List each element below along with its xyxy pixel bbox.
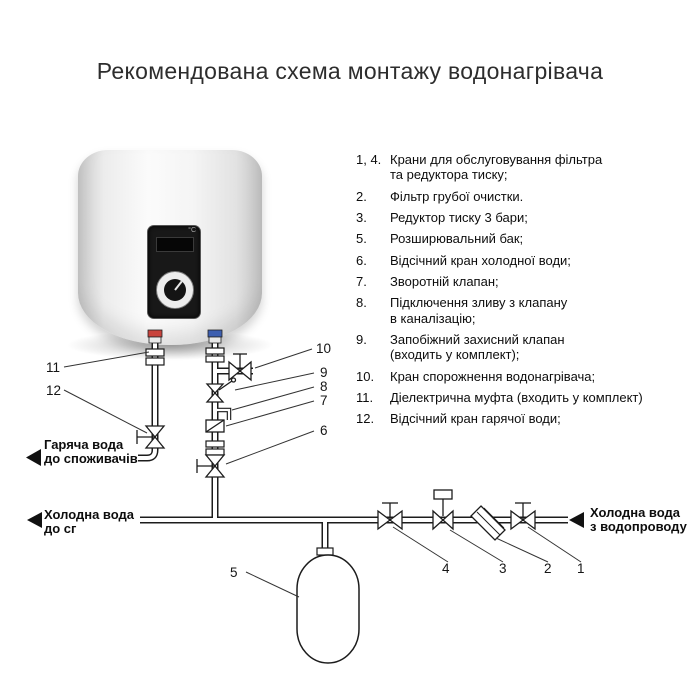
callout-5: 5 xyxy=(230,565,238,580)
legend-item: 6. Відсічний кран холодної води; xyxy=(356,253,690,268)
legend-item-text: Редуктор тиску 3 бари; xyxy=(390,209,528,225)
legend-item-number: 12. xyxy=(356,411,375,427)
callout-1: 1 xyxy=(577,561,585,576)
heater-control-panel: °C xyxy=(148,226,200,318)
page-title: Рекомендована схема монтажу водонагрівач… xyxy=(96,58,604,84)
legend-item-number: 7. xyxy=(356,273,367,289)
legend-item-number: 10. xyxy=(356,368,375,384)
legend-item: 1, 4. Крани для обслуговування фільтра та… xyxy=(356,152,690,183)
legend-item-text: Кран спорожнення водонагрівача; xyxy=(390,368,596,384)
legend-item: 11. Діелектрична муфта (входить у комплек… xyxy=(356,390,690,405)
legend-item-number: 11. xyxy=(356,389,374,405)
legend-item: 3. Редуктор тиску 3 бари; xyxy=(356,210,690,225)
cold-water-out-label-line1: Холодна вода xyxy=(44,507,134,522)
legend-item-text: Діелектрична муфта (входить у комплект) xyxy=(390,389,643,405)
callout-9: 9 xyxy=(320,365,328,380)
legend-item: 5. Розширювальний бак; xyxy=(356,231,690,246)
dial-knob xyxy=(164,279,186,301)
legend-item-text: Відсічний кран холодної води; xyxy=(390,252,571,268)
dial-needle-icon xyxy=(174,280,183,291)
degree-label: °C xyxy=(188,227,196,234)
callout-11: 11 xyxy=(46,360,60,375)
legend-item: 8. Підключення зливу з клапану в каналіза… xyxy=(356,295,690,326)
legend-item-text: Фільтр грубої очистки. xyxy=(390,188,524,204)
callout-2: 2 xyxy=(544,561,552,576)
cold-right-arrow-icon xyxy=(569,512,584,528)
water-heater: °C xyxy=(78,150,262,345)
legend-item-text: Зворотній клапан; xyxy=(390,273,499,289)
cold-union-mid xyxy=(205,440,225,456)
drain-valve-10 xyxy=(228,353,252,382)
cold-water-out-label: Холодна вода до сг xyxy=(44,508,134,536)
legend-item-text: Підключення зливу з клапану в каналізаці… xyxy=(390,295,568,326)
cold-left-arrow-icon xyxy=(27,512,42,528)
cold-water-supply-label: Холодна вода з водопроводу xyxy=(590,506,687,534)
callout-3: 3 xyxy=(499,561,507,576)
legend-item: 10. Кран спорожнення водонагрівача; xyxy=(356,369,690,384)
legend-item: 2. Фільтр грубої очистки. xyxy=(356,189,690,204)
hot-water-label: Гаряча вода до споживачів xyxy=(44,438,138,466)
callout-4: 4 xyxy=(442,561,450,576)
legend-item-text: Запобіжний захисний клапан (входить у ко… xyxy=(390,331,565,363)
legend-item-text: Розширювальний бак; xyxy=(390,231,524,247)
callout-6: 6 xyxy=(320,423,328,438)
cold-water-supply-label-line1: Холодна вода xyxy=(590,505,680,520)
legend-item-text: Крани для обслуговування фільтра та реду… xyxy=(390,152,603,183)
legend-item-number: 1, 4. xyxy=(356,152,382,167)
cold-water-supply-label-line2: з водопроводу xyxy=(590,519,687,534)
legend-item-number: 6. xyxy=(356,252,367,268)
sewer-drain-8 xyxy=(215,407,232,420)
legend-item: 12. Відсічний кран гарячої води; xyxy=(356,411,690,426)
callout-10: 10 xyxy=(316,341,331,356)
callout-12: 12 xyxy=(46,383,61,398)
hot-water-label-line2: до споживачів xyxy=(44,451,138,466)
callout-7: 7 xyxy=(320,393,328,408)
legend-item: 7. Зворотній клапан; xyxy=(356,274,690,289)
callout-8: 8 xyxy=(320,379,328,394)
thermostat-dial xyxy=(156,271,194,309)
pressure-reducer-3 xyxy=(432,489,454,531)
shutoff-valve-1 xyxy=(510,502,536,531)
legend-item-number: 8. xyxy=(356,295,367,311)
hot-water-label-line1: Гаряча вода xyxy=(44,437,124,452)
filter-2 xyxy=(470,505,506,541)
expansion-tank-5 xyxy=(296,547,360,664)
service-valve-4 xyxy=(377,502,403,531)
hot-water-arrow-icon xyxy=(26,449,41,466)
temperature-display xyxy=(156,237,194,252)
check-valve-7 xyxy=(205,419,225,433)
shutoff-valve-12 xyxy=(136,425,166,449)
sewer-drain-8-core xyxy=(215,408,231,420)
legend: 1, 4. Крани для обслуговування фільтра та… xyxy=(356,152,690,427)
legend-item-number: 9. xyxy=(356,331,367,347)
legend-item-text: Відсічний кран гарячої води; xyxy=(390,411,561,427)
legend-item-number: 3. xyxy=(356,209,367,225)
legend-item-number: 5. xyxy=(356,231,367,247)
cold-water-out-label-line2: до сг xyxy=(44,521,77,536)
legend-item-number: 2. xyxy=(356,188,367,204)
shutoff-valve-6 xyxy=(196,454,226,478)
safety-valve-9 xyxy=(205,377,237,403)
legend-item: 9. Запобіжний захисний клапан (входить у … xyxy=(356,332,690,363)
